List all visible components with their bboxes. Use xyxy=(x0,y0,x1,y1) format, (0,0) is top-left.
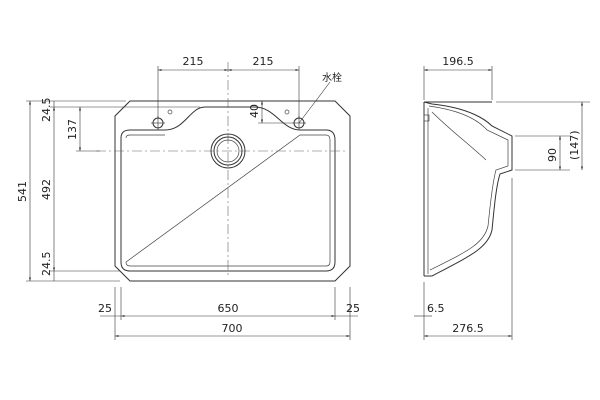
section-view xyxy=(423,101,513,277)
outer-rim-outline xyxy=(114,100,351,282)
dim-rim-thickness: 6.5 xyxy=(427,302,445,315)
section-dimensions: 196.5 90 (147) 6.5 276.5 xyxy=(414,55,590,340)
faucet-edge-dimension: 40 xyxy=(248,101,292,124)
plan-view: 水栓 xyxy=(96,62,351,282)
dim-faucet-edge: 40 xyxy=(248,104,261,118)
dim-total-width: 700 xyxy=(222,322,243,335)
width-dimensions: 650 25 25 700 xyxy=(98,287,360,340)
faucet-hole-right-icon xyxy=(284,109,306,130)
left-depth-dimensions: 541 24.5 492 24.5 137 xyxy=(16,98,200,282)
dim-bottom-rim: 24.5 xyxy=(40,252,53,277)
dim-margin-left: 25 xyxy=(98,302,112,315)
dim-faucet-right: 215 xyxy=(253,55,274,68)
dim-top-rim: 24.5 xyxy=(40,98,53,123)
dim-drain-offset: 137 xyxy=(66,119,79,140)
dim-section-overall-depth: 276.5 xyxy=(452,322,484,335)
dim-drain-height-ref: (147) xyxy=(568,130,581,160)
dim-faucet-left: 215 xyxy=(183,55,204,68)
dim-inner-width: 650 xyxy=(218,302,239,315)
rim-slope-line xyxy=(125,134,331,267)
inner-bowl-outline xyxy=(120,106,336,272)
faucet-hole-left-icon xyxy=(151,109,173,130)
dim-inner-depth: 492 xyxy=(40,179,53,200)
dim-total-depth: 541 xyxy=(16,181,29,202)
dim-margin-right: 25 xyxy=(346,302,360,315)
drain-icon xyxy=(210,133,246,169)
faucet-spacing-dimensions: 215 215 xyxy=(157,55,300,118)
dim-drain-height: 90 xyxy=(546,148,559,162)
faucet-label: 水栓 xyxy=(322,71,342,84)
dim-section-top-width: 196.5 xyxy=(442,55,474,68)
faucet-leader-line xyxy=(298,81,331,124)
